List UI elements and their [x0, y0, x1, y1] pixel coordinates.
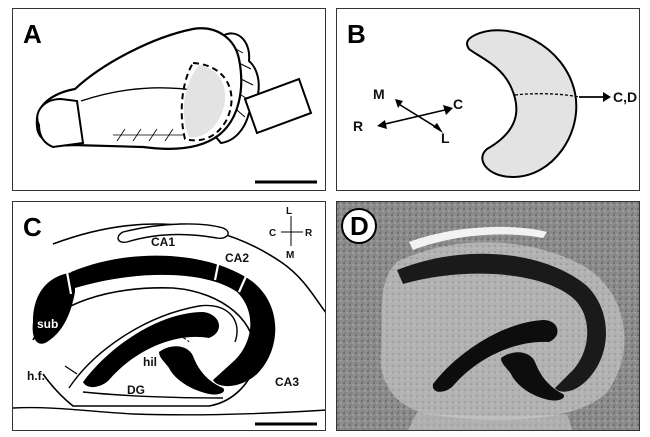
axis-m-label: M [373, 86, 385, 102]
label-dg: DG [127, 383, 145, 397]
hippocampus-3d-diagram: B C,D M C R L [337, 9, 640, 191]
label-ca1: CA1 [151, 235, 175, 249]
axis-r-head [377, 120, 387, 129]
orient-l: L [286, 206, 292, 217]
label-ca3: CA3 [275, 375, 299, 389]
stained-section-image: D [337, 202, 640, 431]
label-hil: hil [143, 355, 157, 369]
orient-c: C [269, 228, 276, 239]
hf-pointer [65, 366, 77, 374]
axis-c-label: C [453, 96, 463, 112]
panel-d: D [336, 201, 640, 431]
axis-c-head [443, 105, 453, 115]
cut-label: C,D [613, 89, 637, 105]
hippocampus-shape [467, 30, 576, 177]
panel-a: A [12, 8, 326, 191]
brain-lateral-diagram: A [13, 9, 326, 191]
axis-r-label: R [353, 118, 363, 134]
ventral-border [13, 408, 326, 415]
orient-r: R [305, 228, 313, 239]
panel-d-label: D [350, 211, 369, 241]
label-hf: h.f. [27, 369, 45, 383]
panel-b-label: B [347, 19, 366, 49]
cut-arrowhead [603, 92, 611, 102]
axis-l-label: L [441, 130, 450, 146]
panel-c-label: C [23, 212, 42, 242]
panel-a-label: A [23, 19, 42, 49]
dg-lower-outline [83, 392, 223, 398]
label-sub: sub [37, 317, 58, 331]
label-ca2: CA2 [225, 251, 249, 265]
axis-rc [381, 109, 449, 125]
axis-ml [397, 103, 439, 129]
granule-layer-lower [159, 346, 224, 394]
olfactory-bulb [37, 99, 83, 147]
panel-c: C CA1 CA2 CA3 sub hil DG h.f. L C R M [12, 201, 326, 431]
hippocampus-section-diagram: C CA1 CA2 CA3 sub hil DG h.f. L C R M [13, 202, 326, 431]
orient-m: M [286, 250, 294, 261]
panel-b: B C,D M C R L [336, 8, 640, 191]
